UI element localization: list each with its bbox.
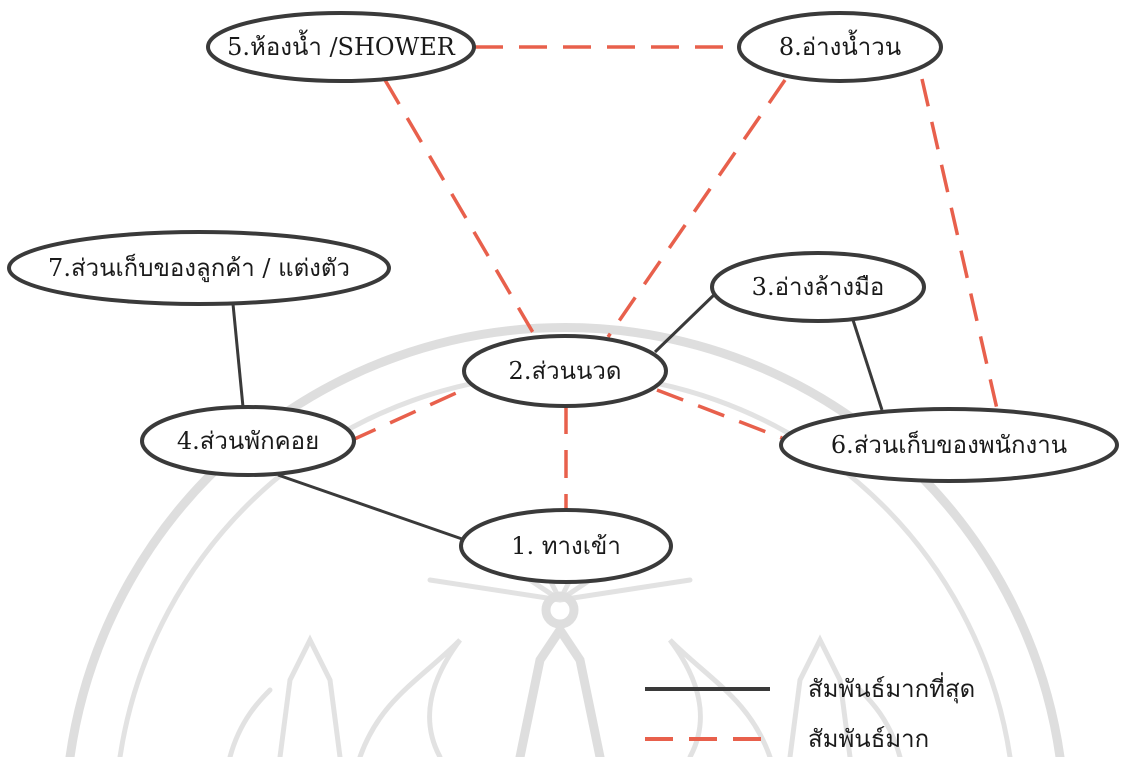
node-2-label: 2.ส่วนนวด	[509, 357, 622, 385]
node-5: 5.ห้องน้ำ /SHOWER	[206, 11, 476, 83]
node-5-label: 5.ห้องน้ำ /SHOWER	[227, 29, 456, 61]
legend: สัมพันธ์มากที่สุด สัมพันธ์มาก	[645, 672, 975, 753]
node-4-ellipse	[140, 405, 356, 477]
edge-5-2	[383, 79, 537, 337]
edge-3-6	[851, 319, 884, 411]
legend-strong-label: สัมพันธ์มากที่สุด	[808, 672, 975, 704]
edge-7-4	[231, 303, 245, 408]
node-3: 3.อ่างล้างมือ	[710, 251, 926, 323]
node-1-label: 1. ทางเข้า	[511, 532, 621, 560]
node-8-label: 8.อ่างน้ำวน	[779, 29, 901, 61]
edge-2-3	[653, 290, 719, 354]
edge-8-2	[606, 79, 787, 338]
node-1-ellipse	[459, 508, 673, 584]
node-2: 2.ส่วนนวด	[462, 334, 668, 408]
edge-8-6	[920, 78, 999, 410]
node-6-label: 6.ส่วนเก็บของพนักงาน	[831, 430, 1067, 459]
legend-medium-label: สัมพันธ์มาก	[808, 725, 929, 753]
node-4: 4.ส่วนพักคอย	[140, 405, 356, 477]
node-4-label: 4.ส่วนพักคอย	[177, 427, 319, 455]
edge-4-1	[277, 473, 466, 542]
watermark-seal	[65, 323, 1065, 757]
edges-layer	[231, 45, 999, 542]
node-3-label: 3.อ่างล้างมือ	[752, 273, 885, 301]
node-1: 1. ทางเข้า	[459, 508, 673, 584]
node-7-label: 7.ส่วนเก็บของลูกค้า / แต่งตัว	[48, 253, 350, 283]
node-7: 7.ส่วนเก็บของลูกค้า / แต่งตัว	[7, 230, 391, 306]
node-8-ellipse	[737, 11, 943, 83]
edge-4-2	[349, 387, 466, 443]
node-8: 8.อ่างน้ำวน	[737, 11, 943, 83]
node-7-ellipse	[7, 230, 391, 306]
node-2-ellipse	[462, 334, 668, 408]
node-6: 6.ส่วนเก็บของพนักงาน	[779, 407, 1119, 483]
node-5-ellipse	[206, 11, 476, 83]
node-3-ellipse	[710, 251, 926, 323]
edge-2-6	[656, 388, 783, 440]
node-6-ellipse	[779, 407, 1119, 483]
